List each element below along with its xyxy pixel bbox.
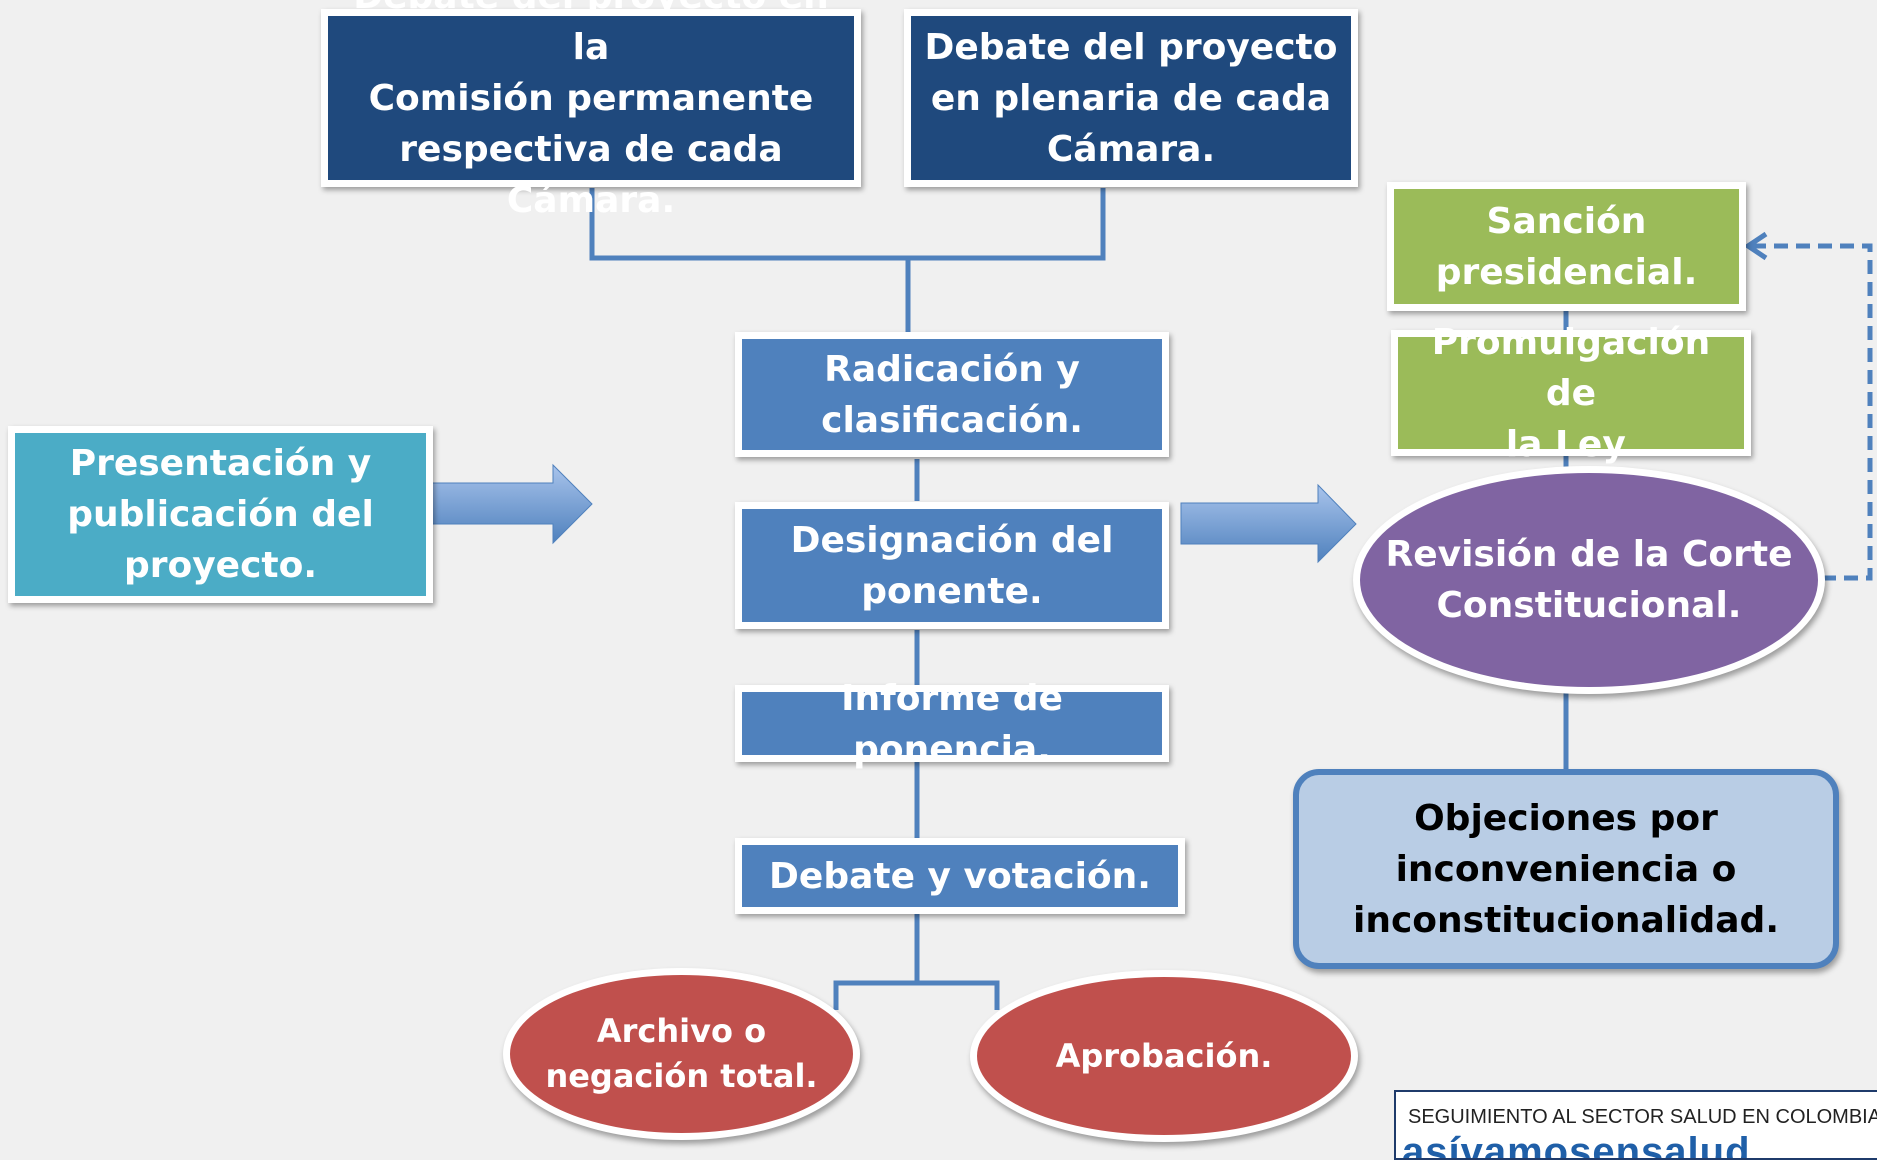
node-informe: Informe de ponencia. bbox=[735, 678, 1169, 770]
node-informe-line: Informe de ponencia. bbox=[841, 677, 1063, 770]
node-objeciones: Objeciones por inconveniencia o inconsti… bbox=[1293, 769, 1839, 969]
node-revision-line: Constitucional. bbox=[1436, 585, 1742, 626]
brand-logo: SEGUIMIENTO AL SECTOR SALUD EN COLOMBIA … bbox=[1394, 1090, 1877, 1160]
node-archivo-line: Archivo o bbox=[596, 1012, 767, 1050]
node-archivo-line: negación bbox=[545, 1057, 710, 1095]
node-archivo-line: total. bbox=[720, 1057, 818, 1095]
node-presentacion-line: proyecto. bbox=[123, 545, 318, 586]
node-debate-comision-line: Debate del proyecto en la bbox=[353, 0, 829, 68]
node-radicacion-line: Radicación y bbox=[824, 348, 1080, 390]
node-debate-votacion-line: Debate y votación. bbox=[769, 855, 1151, 897]
logo-wordmark: asívamosensalud bbox=[1402, 1130, 1751, 1160]
node-debate-plenaria-line: en plenaria de cada bbox=[930, 77, 1332, 119]
node-sancion-line: presidencial. bbox=[1435, 251, 1698, 293]
node-aprobacion-line: Aprobación. bbox=[1055, 1036, 1273, 1075]
node-sancion: Sanción presidencial. bbox=[1387, 182, 1746, 311]
node-objeciones-line: inconveniencia o bbox=[1395, 848, 1737, 890]
node-debate-comision: Debate del proyecto en la Comisión perma… bbox=[321, 0, 861, 221]
node-presentacion: Presentación y publicación del proyecto. bbox=[8, 426, 433, 603]
connector-bottom-bracket bbox=[833, 980, 1000, 1010]
node-promulgacion-line: Promulgación de bbox=[1431, 321, 1711, 414]
node-designacion: Designación del ponente. bbox=[735, 502, 1169, 629]
connector-dashed-feedback bbox=[1752, 243, 1873, 581]
node-debate-votacion: Debate y votación. bbox=[735, 838, 1185, 914]
node-designacion-line: ponente. bbox=[861, 570, 1043, 612]
node-archivo: Archivo o negación total. bbox=[503, 968, 860, 1140]
logo-tagline: SEGUIMIENTO AL SECTOR SALUD EN COLOMBIA bbox=[1408, 1106, 1877, 1128]
node-objeciones-line: inconstitucionalidad. bbox=[1352, 899, 1779, 941]
node-debate-comision-line: Comisión permanente bbox=[368, 77, 814, 119]
block-arrow-revision bbox=[1180, 483, 1357, 564]
block-arrow-presentacion bbox=[431, 463, 593, 545]
node-objeciones-line: Objeciones por bbox=[1414, 797, 1718, 839]
node-radicacion-line: clasificación. bbox=[821, 399, 1083, 441]
connector-top-bracket bbox=[589, 188, 1106, 261]
node-radicacion: Radicación y clasificación. bbox=[735, 332, 1169, 457]
dashed-arrowhead-icon bbox=[1743, 231, 1768, 261]
node-aprobacion: Aprobación. bbox=[970, 970, 1358, 1142]
node-revision: Revisión de la Corte Constitucional. bbox=[1353, 466, 1825, 694]
node-promulgacion-line: la Ley. bbox=[1505, 423, 1637, 465]
node-sancion-line: Sanción bbox=[1486, 200, 1647, 242]
node-presentacion-line: Presentación y bbox=[69, 443, 372, 484]
node-debate-plenaria-line: Cámara. bbox=[1046, 128, 1216, 170]
node-revision-line: Corte bbox=[1681, 534, 1793, 575]
node-revision-line: Revisión de la bbox=[1385, 534, 1670, 575]
node-promulgacion: Promulgación de la Ley. bbox=[1391, 322, 1751, 465]
node-debate-comision-line: respectiva de cada Cámara. bbox=[399, 128, 783, 221]
node-presentacion-line: publicación del bbox=[67, 494, 374, 535]
node-debate-plenaria: Debate del proyecto en plenaria de cada … bbox=[904, 9, 1358, 187]
node-designacion-line: Designación del bbox=[790, 519, 1114, 561]
node-debate-plenaria-line: Debate del proyecto bbox=[924, 26, 1338, 68]
